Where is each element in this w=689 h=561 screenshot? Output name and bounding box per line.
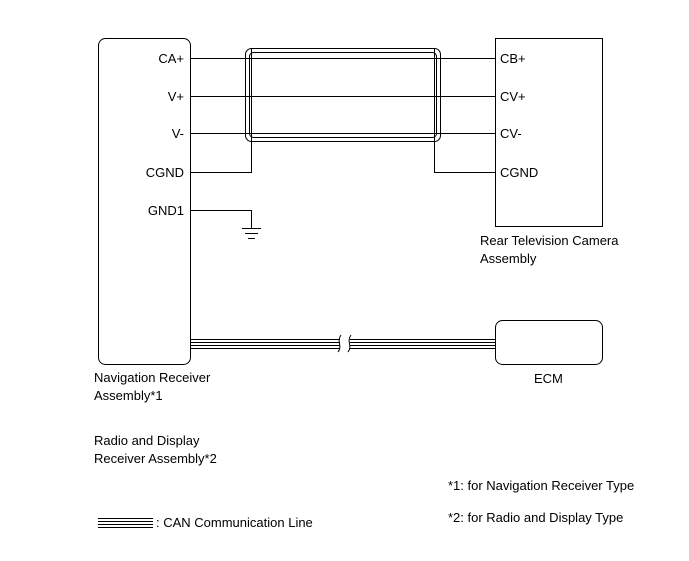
camera-name-line2: Assembly — [480, 251, 537, 266]
nav-pin-cgnd: CGND — [146, 165, 184, 180]
signal-wires — [190, 58, 495, 228]
camera-name: Rear Television Camera Assembly — [480, 232, 619, 268]
ecm-label: ECM — [534, 371, 563, 386]
ground-symbol — [242, 228, 261, 239]
ecm-box — [495, 320, 603, 365]
nav-receiver-name-line2: Assembly*1 — [94, 388, 163, 403]
nav-pin-gnd1: GND1 — [148, 203, 184, 218]
camera-pin-cb-plus: CB+ — [500, 51, 526, 66]
can-line-break — [337, 334, 352, 353]
legend-can-label: : CAN Communication Line — [156, 515, 313, 530]
nav-pin-v-plus: V+ — [168, 89, 184, 104]
camera-box — [495, 38, 603, 227]
camera-pin-cv-plus: CV+ — [500, 89, 526, 104]
radio-receiver-name: Radio and Display Receiver Assembly*2 — [94, 432, 217, 468]
nav-pin-v-minus: V- — [172, 126, 184, 141]
nav-receiver-box — [98, 38, 191, 365]
nav-pin-ca-plus: CA+ — [158, 51, 184, 66]
wire-cgnd-right — [434, 140, 495, 173]
cable-shield — [245, 48, 441, 142]
wire-cgnd-left — [190, 140, 252, 173]
camera-name-line1: Rear Television Camera — [480, 233, 619, 248]
note-radio-type: *2: for Radio and Display Type — [448, 510, 624, 525]
nav-receiver-name: Navigation Receiver Assembly*1 — [94, 369, 210, 405]
radio-receiver-name-line2: Receiver Assembly*2 — [94, 451, 217, 466]
camera-pin-cgnd: CGND — [500, 165, 538, 180]
legend-can-sample — [98, 518, 153, 528]
note-nav-type: *1: for Navigation Receiver Type — [448, 478, 635, 493]
can-line — [190, 339, 495, 349]
camera-pin-cv-minus: CV- — [500, 126, 522, 141]
nav-receiver-name-line1: Navigation Receiver — [94, 370, 211, 385]
wire-gnd1 — [190, 210, 252, 228]
radio-receiver-name-line1: Radio and Display — [94, 433, 200, 448]
